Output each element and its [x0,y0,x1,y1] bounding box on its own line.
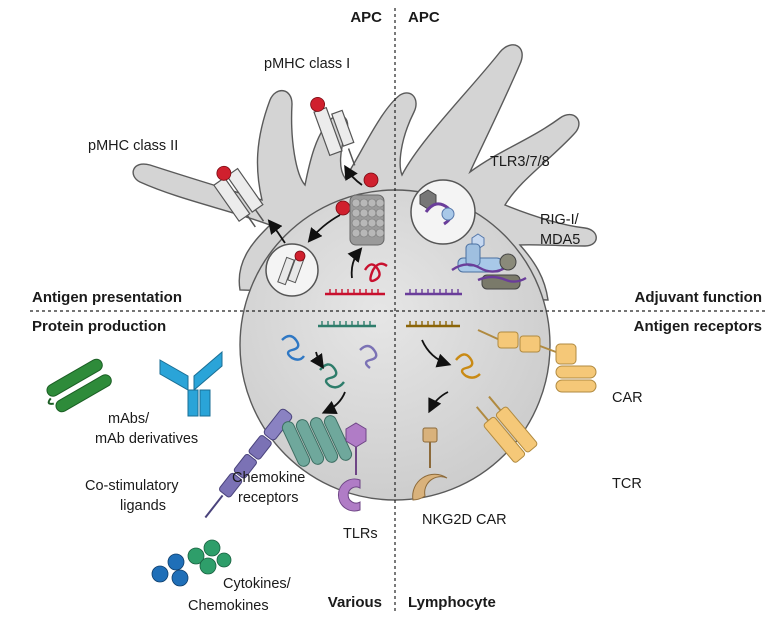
endosome-mhc [265,243,319,297]
label-costim: Co-stimulatory [85,478,179,494]
label-mab-derivatives: mAb derivatives [95,431,198,447]
peptide-2 [363,172,379,188]
title-antigen-receptors: Antigen receptors [634,318,762,335]
label-mda5: MDA5 [540,232,580,248]
arrow-to-endosome [307,214,341,243]
antibody-blue [159,350,223,417]
protein-purple-squiggle [359,344,378,369]
arrow-peptide-up [344,164,363,186]
title-adjuvant-function: Adjuvant function [635,289,763,306]
arrow-protein-membrane [321,391,346,414]
tlr-receptor [338,422,367,512]
proteasome [349,194,385,246]
nkg2d-car [412,427,448,501]
label-mabs: mAbs/ [108,411,150,427]
title-apc-left: APC [350,9,382,26]
arrow-mrna-brown [421,339,452,368]
label-rig-i: RIG-I/ [540,212,580,228]
mrna-brown [406,321,460,328]
rig-i-complex [451,243,509,273]
label-cytokines: Cytokines/ [223,576,292,592]
title-antigen-presentation: Antigen presentation [32,289,182,306]
arrow-mrna-up [347,247,363,279]
label-receptors: receptors [238,490,298,506]
label-ligands: ligands [120,498,166,514]
label-chemokine: Chemokine [232,470,305,486]
endosome-tlr [410,179,476,245]
protein-brown-squiggle [455,353,481,379]
label-pmhc-class-2: pMHC class II [88,138,178,154]
protein-blue-squiggle [281,334,305,361]
tcr-receptor [475,395,538,463]
mhc-class-2-molecule [213,165,265,228]
arrow-to-mhc2 [267,219,286,244]
label-tcr: TCR [612,476,642,492]
title-lymphocyte: Lymphocyte [408,594,496,611]
antigen-protein-red [363,262,388,283]
title-protein-production: Protein production [32,318,166,335]
car-receptor [477,329,597,393]
label-tlr378: TLR3/7/8 [490,154,550,170]
mrna-green [318,321,376,328]
chemokine-receptor [281,415,353,467]
arrow-to-nkg2d [428,391,449,414]
protein-teal-squiggle [319,363,345,389]
mrna-red [325,289,385,296]
mda5-complex [477,253,527,290]
label-chemokines: Chemokines [188,598,269,614]
label-tlrs: TLRs [343,526,378,542]
mrna-purple [405,289,462,296]
title-various: Various [328,594,382,611]
label-car: CAR [612,390,643,406]
costim-ligand [204,408,293,519]
antibody-green [46,358,112,413]
mhc-class-1-molecule [310,97,356,166]
cytokine-spheres [151,539,232,587]
title-apc-right: APC [408,9,440,26]
arrow-protein-down [310,351,324,369]
label-nkg2d-car: NKG2D CAR [422,512,507,528]
label-pmhc-class-1: pMHC class I [264,56,350,72]
peptide-1 [335,200,351,216]
